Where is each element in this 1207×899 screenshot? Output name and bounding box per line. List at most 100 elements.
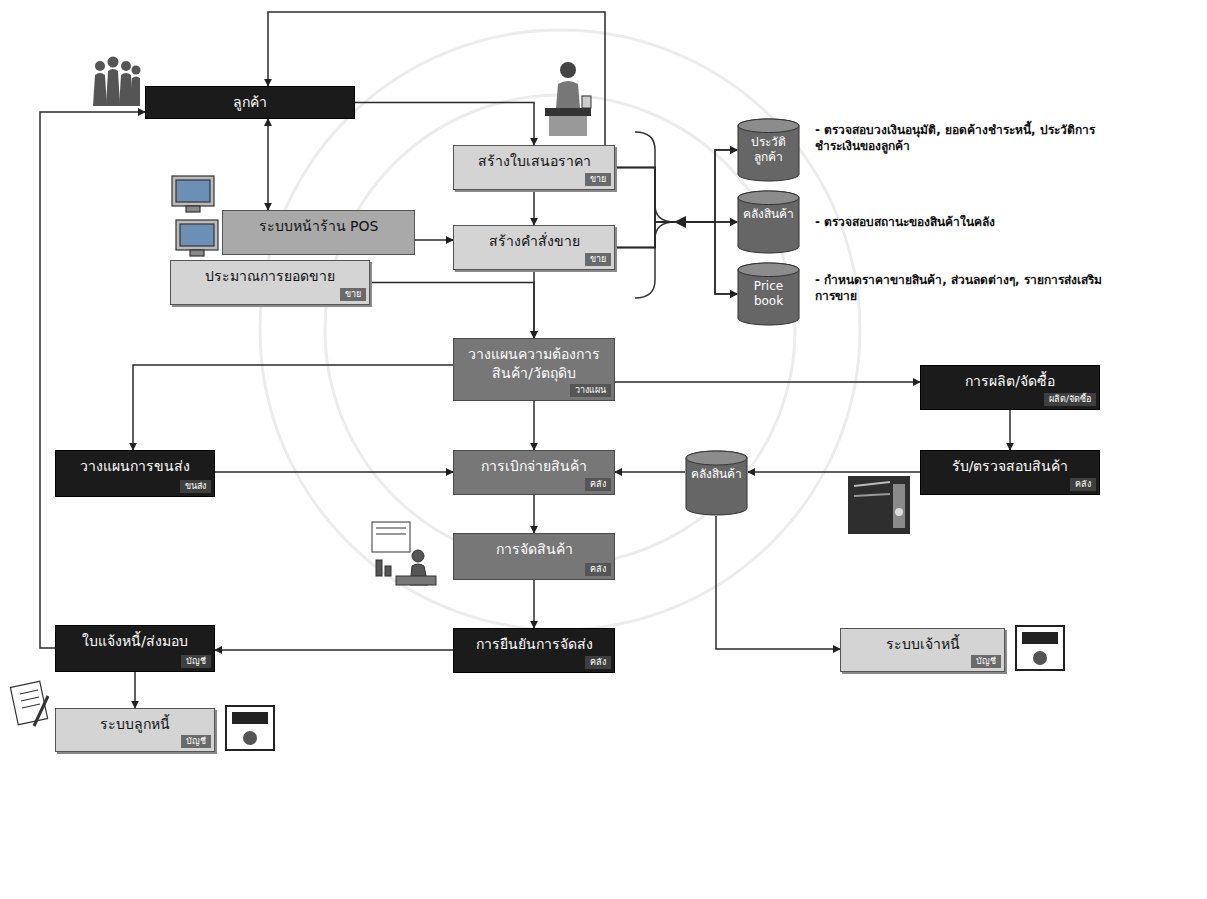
warehouse-photo — [848, 476, 910, 534]
flow-arrow — [615, 150, 737, 248]
department-tag: คลัง — [585, 478, 611, 491]
process-box: วางแผนความต้องการสินค้า/วัตถุดิบวางแผน — [453, 338, 615, 401]
flow-arrow — [748, 471, 920, 473]
flow-arrow — [615, 150, 737, 222]
department-tag: วางแผน — [570, 384, 611, 397]
department-tag: ขาย — [585, 253, 611, 266]
bracket — [635, 132, 686, 298]
box-label: รับ/ตรวจสอบสินค้า — [921, 451, 1099, 493]
box-label: ระบบเจ้าหนี้ — [841, 629, 1004, 671]
department-tag: คลัง — [1070, 478, 1096, 491]
flow-arrow — [133, 365, 453, 450]
box-label: การจัดสินค้า — [454, 534, 614, 576]
process-box: รับ/ตรวจสอบสินค้าคลัง — [920, 450, 1100, 495]
flow-arrow — [1009, 410, 1011, 450]
department-tag: ผลิต/จัดซื้อ — [1044, 393, 1096, 406]
department-tag: บัญชี — [971, 655, 1001, 668]
cylinder-body — [738, 263, 799, 325]
flow-arrow — [215, 649, 453, 651]
process-box: วางแผนการขนส่งขนส่ง — [55, 450, 215, 497]
process-box: ระบบหน้าร้าน POS — [222, 210, 415, 255]
process-box: การผลิต/จัดซื้อผลิต/จัดซื้อ — [920, 365, 1100, 410]
box-label: คลังสินค้า — [685, 450, 748, 490]
flow-arrow — [615, 471, 685, 473]
process-box: สร้างคำสั่งขายขาย — [453, 225, 615, 270]
flow-arrow — [533, 580, 535, 628]
flow-arrow — [268, 12, 605, 145]
annotation-note: - ตรวจสอบสถานะของสินค้าในคลัง — [815, 214, 1145, 230]
cylinder-shape — [685, 450, 748, 516]
process-box: สร้างใบเสนอราคาขาย — [453, 145, 615, 190]
process-box: ประมาณการยอดขายขาย — [170, 260, 370, 305]
box-label: วางแผนการขนส่ง — [56, 451, 214, 493]
box-label: ประวัติลูกค้า — [737, 118, 800, 173]
cylinder-body — [686, 451, 747, 515]
database-cylinder: ประวัติลูกค้า — [737, 118, 800, 182]
box-label: การยืนยันการจัดส่ง — [454, 629, 614, 671]
process-box: ระบบเจ้าหนี้บัญชี — [840, 628, 1005, 672]
department-tag: ขาย — [340, 288, 366, 301]
box-label: Price book — [737, 262, 800, 317]
database-cylinder: Price book — [737, 262, 800, 326]
department-tag: คลัง — [585, 656, 611, 669]
flow-arrow — [615, 222, 737, 248]
flow-arrow — [370, 283, 534, 339]
flow-arrow — [533, 401, 535, 450]
flow-arrow — [533, 270, 535, 338]
box-label: ใบแจ้งหนี้/ส่งมอบ — [56, 626, 214, 668]
annotation-note: - ตรวจสอบวงเงินอนุมัติ, ยอดค้างชำระหนี้,… — [815, 122, 1115, 154]
department-tag: บัญชี — [181, 655, 211, 668]
software-logo — [1016, 626, 1064, 670]
flow-arrow — [533, 190, 535, 225]
box-label: สร้างใบเสนอราคา — [454, 146, 614, 188]
cylinder-body — [738, 191, 799, 253]
people-group-icon — [93, 57, 141, 107]
flow-arrow — [615, 222, 737, 294]
database-cylinder: คลังสินค้า — [737, 190, 800, 254]
database-cylinder: คลังสินค้า — [685, 450, 748, 516]
box-label: การเบิกจ่ายสินค้า — [454, 451, 614, 493]
annotation-note: - กำหนดราคาขายสินค้า, ส่วนลดต่างๆ, รายกา… — [815, 272, 1115, 304]
box-label: ระบบหน้าร้าน POS — [223, 211, 414, 242]
box-label: ระบบลูกหนี้ — [56, 709, 214, 751]
flow-arrow — [716, 516, 840, 649]
flow-arrow — [267, 119, 269, 210]
department-tag: บัญชี — [181, 735, 211, 748]
process-box: ระบบลูกหนี้บัญชี — [55, 708, 215, 752]
flow-arrow — [355, 102, 534, 145]
process-box: การจัดสินค้าคลัง — [453, 533, 615, 580]
process-box: การเบิกจ่ายสินค้าคลัง — [453, 450, 615, 495]
box-label: ลูกค้า — [146, 87, 354, 118]
box-label: ประมาณการยอดขาย — [171, 261, 369, 303]
clerk-at-desk-icon — [545, 62, 591, 136]
flow-arrow — [40, 112, 145, 648]
flow-arrow — [415, 239, 453, 241]
flow-arrow — [215, 471, 453, 473]
box-label: สร้างคำสั่งขาย — [454, 226, 614, 268]
department-tag: ขาย — [585, 173, 611, 186]
computer-icon — [172, 176, 218, 256]
cylinder-top — [738, 191, 799, 205]
cylinder-shape — [737, 190, 800, 254]
watermark-seal — [260, 30, 860, 630]
flow-arrow — [615, 168, 737, 223]
process-box: ลูกค้า — [145, 86, 355, 119]
cylinder-top — [738, 119, 799, 133]
software-logo — [226, 706, 274, 750]
process-box: ใบแจ้งหนี้/ส่งมอบบัญชี — [55, 625, 215, 672]
process-box: การยืนยันการจัดส่งคลัง — [453, 628, 615, 673]
report-chart-icon — [372, 522, 436, 585]
flow-arrow — [134, 672, 136, 708]
department-tag: คลัง — [585, 563, 611, 576]
flow-arrow — [615, 381, 920, 383]
invoice-icon — [10, 681, 48, 726]
flow-arrow — [615, 168, 737, 295]
cylinder-shape — [737, 262, 800, 326]
box-label: คลังสินค้า — [737, 190, 800, 230]
cylinder-top — [686, 451, 747, 465]
